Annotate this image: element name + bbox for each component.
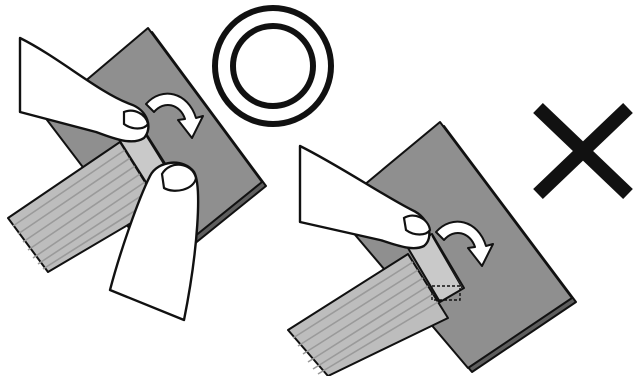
panel-correct: [8, 28, 266, 320]
double-circle-icon: [215, 8, 331, 124]
panel-incorrect: [288, 122, 576, 376]
cross-icon: [538, 108, 628, 194]
